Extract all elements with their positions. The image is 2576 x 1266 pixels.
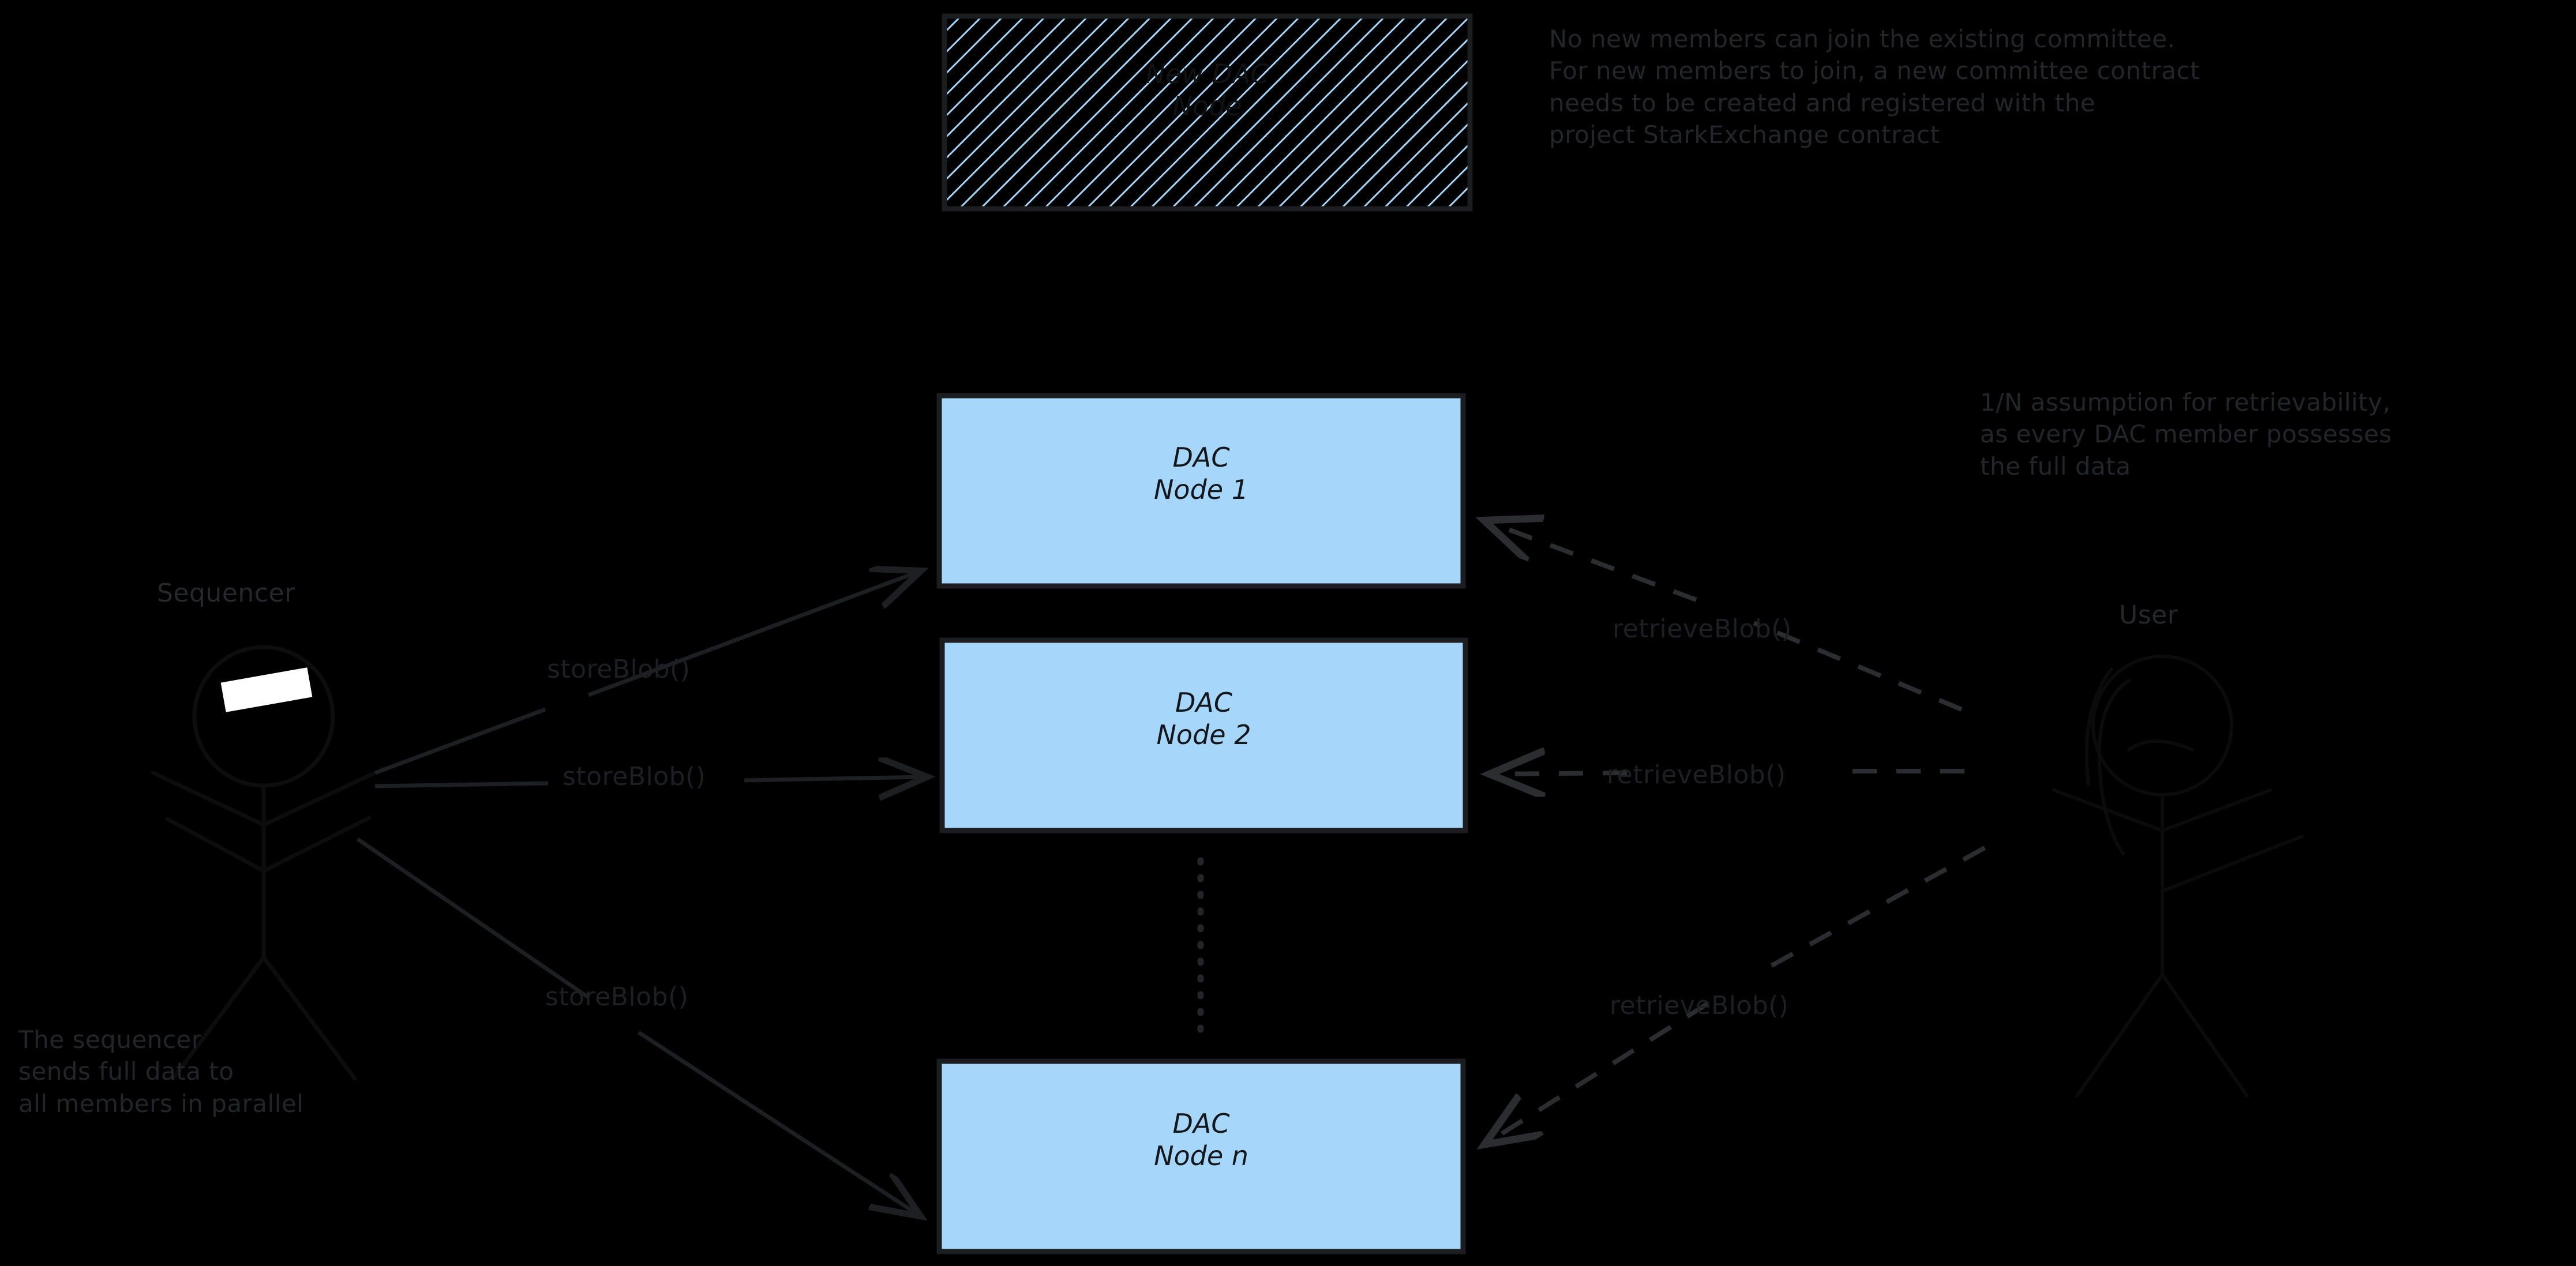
edge-retrieve-blob-1 bbox=[1488, 522, 1963, 712]
sequencer-device bbox=[220, 667, 313, 712]
node-new-dac-node-label: New DAC Node bbox=[1145, 58, 1269, 122]
node-dac-node-n-label: DAC Node n bbox=[1154, 1108, 1248, 1172]
edge-store-blob-2 bbox=[374, 777, 923, 786]
edge-retrieve-blob-n-label: retrieveBlob() bbox=[1610, 991, 1789, 1020]
annotation-sequencer-note: The sequencer sends full data to all mem… bbox=[18, 1025, 304, 1118]
node-dac-node-1-shape[interactable] bbox=[936, 393, 1466, 589]
node-new-dac-node-shape[interactable] bbox=[942, 13, 1473, 212]
edge-retrieve-blob-2 bbox=[1494, 771, 1964, 774]
node-dac-node-2-label: DAC Node 2 bbox=[1156, 687, 1251, 751]
edge-store-blob-1-label: storeBlob() bbox=[547, 655, 691, 684]
sequencer-figure[interactable] bbox=[151, 645, 377, 1081]
edge-store-blob-2-label: storeBlob() bbox=[563, 762, 706, 791]
annotation-retrievability-note: 1/N assumption for retrievability, as ev… bbox=[1980, 388, 2392, 480]
edge-store-blob-n-label: storeBlob() bbox=[545, 982, 689, 1012]
edge-store-blob-n bbox=[357, 837, 917, 1214]
actor-sequencer-label: Sequencer bbox=[157, 578, 295, 608]
node-dac-node-n-shape[interactable] bbox=[936, 1058, 1466, 1254]
edge-store-blob-1 bbox=[374, 572, 917, 775]
annotation-committee-note: No new members can join the existing com… bbox=[1549, 25, 2200, 149]
node-dac-node-1-label: DAC Node 1 bbox=[1154, 442, 1248, 506]
edge-retrieve-blob-1-label: retrieveBlob() bbox=[1613, 614, 1792, 644]
edge-retrieve-blob-2-label: retrieveBlob() bbox=[1607, 760, 1786, 790]
user-figure[interactable] bbox=[2052, 655, 2304, 1098]
actor-user-label: User bbox=[2119, 600, 2178, 630]
